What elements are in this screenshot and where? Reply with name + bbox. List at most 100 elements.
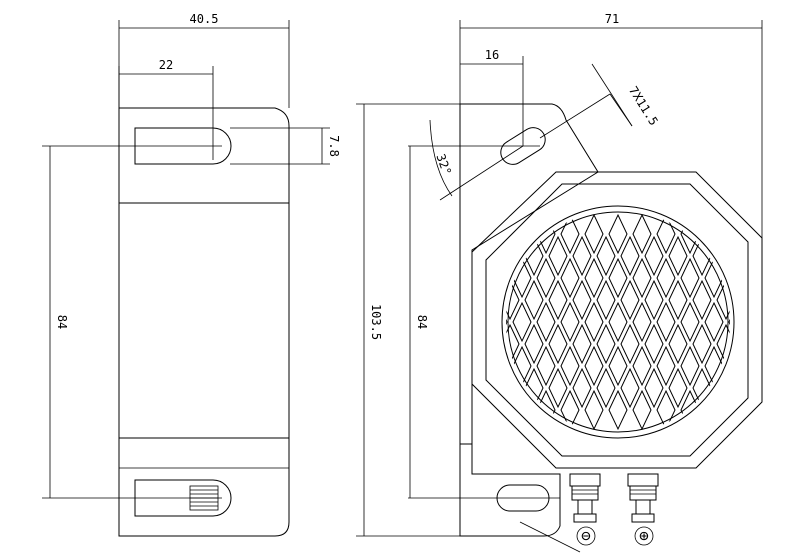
grille-diamond [572, 367, 592, 409]
grille-diamond [560, 301, 580, 343]
dim-side-hole-pitch-label: 84 [55, 315, 69, 329]
grille-diamond [716, 367, 730, 409]
grille-diamond [465, 215, 483, 253]
dim-side-width: 40.5 [118, 12, 290, 108]
grille-diamond [741, 281, 759, 319]
grille-diamond [506, 367, 520, 409]
grille-diamond [572, 279, 592, 321]
grille-diamond [728, 301, 730, 343]
grille-diamond [620, 279, 640, 321]
grille-diamond [668, 367, 688, 409]
grille-ring-outer [501, 205, 735, 439]
dim-front-width: 71 [459, 12, 763, 238]
grille-diamond [608, 213, 628, 255]
grille-diamond [728, 257, 730, 299]
grille-diamond [680, 345, 700, 387]
grille-diamond [608, 345, 628, 387]
grille-diamond [765, 325, 783, 363]
grille-diamond [465, 303, 483, 341]
terminal-negative-label: ⊖ [581, 526, 591, 545]
grille-diamond [692, 279, 712, 321]
grille-diamond [524, 323, 544, 365]
dim-side-hole-pitch: 84 [42, 145, 222, 499]
grille-diamond [608, 301, 628, 343]
grille-diamond [644, 235, 664, 277]
grille-diamond [608, 389, 628, 431]
grille-diamond [680, 301, 700, 343]
dim-front-slot-offset-label: 16 [485, 48, 499, 62]
grille-diamond [644, 279, 664, 321]
grille-ring-inner [507, 211, 729, 433]
grille-diamond [644, 367, 664, 409]
grille-diamond [536, 301, 556, 343]
grille-diamond [596, 279, 616, 321]
dim-front-hole-pitch: 84 [409, 146, 429, 498]
grille-diamond [506, 257, 508, 299]
front-bracket-lower [459, 443, 561, 537]
grille-diamond [741, 369, 759, 407]
grille-diamond [596, 323, 616, 365]
grille-diamond [632, 301, 652, 343]
grille-diamond [465, 391, 483, 429]
side-body-outline [118, 107, 290, 537]
grille-diamond [596, 367, 616, 409]
grille-diamond [620, 235, 640, 277]
grille-diamond [584, 345, 604, 387]
side-top-slot [134, 127, 232, 165]
grille-diamond [704, 213, 724, 255]
grille-diamond [584, 257, 604, 299]
side-view: 40.5 22 7.8 84 [42, 12, 341, 537]
grille-diamond [572, 235, 592, 277]
grille-diamond [704, 345, 724, 387]
grille-diamond [644, 323, 664, 365]
terminal-negative-post [569, 473, 601, 523]
dim-side-slot-offset: 22 [118, 58, 214, 160]
grille-diamond [620, 367, 640, 409]
terminal-positive-post [627, 473, 659, 523]
grille-diamond [536, 345, 556, 387]
dim-front-width-label: 71 [605, 12, 619, 26]
dim-side-slot-offset-label: 22 [159, 58, 173, 72]
grille-diamond [465, 259, 483, 297]
grille-diamond [596, 235, 616, 277]
grille-diamond [506, 345, 508, 387]
grille-diamond [704, 389, 724, 431]
grille-diamond [716, 279, 730, 321]
dim-front-hole-pitch-label: 84 [415, 315, 429, 329]
dim-front-height: 103.5 [356, 103, 460, 537]
grille-diamond [656, 301, 676, 343]
grille-diamond [536, 257, 556, 299]
housing-inner [485, 183, 749, 457]
grille-diamond [692, 323, 712, 365]
grille-diamond [560, 345, 580, 387]
grille-diamond [716, 235, 730, 277]
grille-diamond [620, 323, 640, 365]
grille-diamond [741, 237, 759, 275]
grille-diamond [506, 301, 508, 343]
grille-diamond [728, 389, 730, 431]
grille-diamond [668, 235, 688, 277]
grille-diamond [765, 369, 783, 407]
grille-diamond [632, 257, 652, 299]
housing-outer [471, 171, 763, 469]
grille-diamond [728, 345, 730, 387]
side-bottom-slot [134, 479, 232, 517]
grille-diamond [656, 345, 676, 387]
grille-diamond [584, 389, 604, 431]
grille-diamond [656, 257, 676, 299]
grille-diamond [560, 213, 580, 255]
front-view: ⊖ ⊕ 71 16 7X11.5 32° [356, 12, 783, 553]
grille-diamond [608, 257, 628, 299]
grille-diamond [548, 323, 568, 365]
grille-diamond [656, 213, 676, 255]
grille-diamond [668, 323, 688, 365]
grille-diamond [512, 301, 532, 343]
grille-diamond [584, 213, 604, 255]
grille-diamond [765, 237, 783, 275]
grille-diamond [741, 325, 759, 363]
dim-side-slot-height: 7.8 [230, 127, 341, 165]
dim-front-angle: 32° [429, 119, 524, 201]
grille-diamond [584, 301, 604, 343]
dim-front-height-label: 103.5 [369, 304, 383, 340]
